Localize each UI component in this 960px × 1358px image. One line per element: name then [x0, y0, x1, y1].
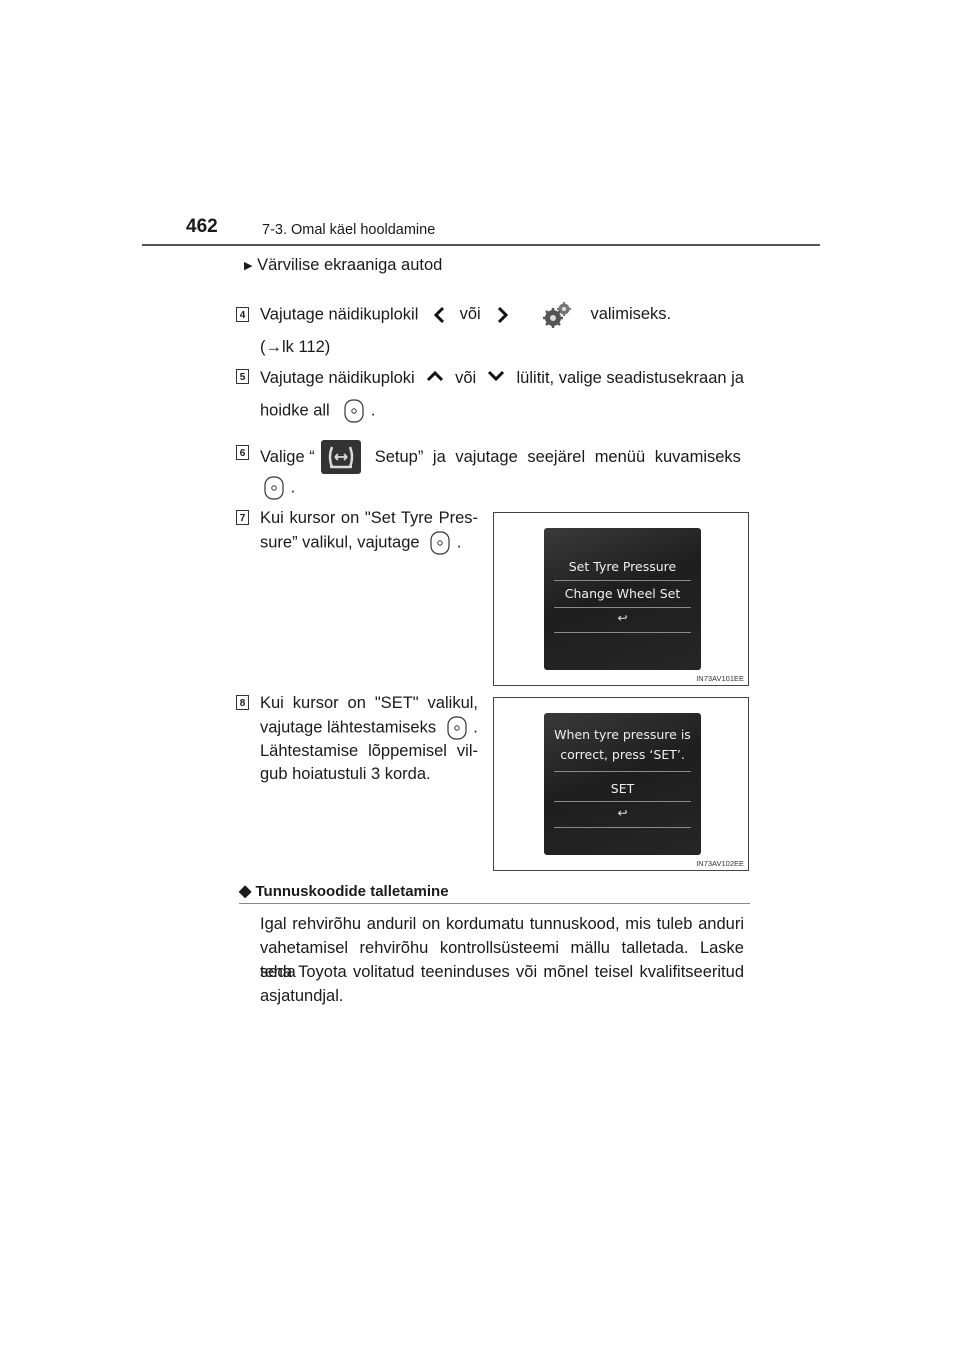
chevron-left-icon	[433, 306, 445, 324]
display-screen-2: When tyre pressure is correct, press ‘SE…	[544, 713, 701, 855]
body-line-1: Igal rehvirõhu anduril on kordumatu tunn…	[260, 915, 744, 933]
diamond-bullet-icon: ◆	[239, 883, 252, 900]
menu-divider	[554, 771, 691, 772]
menu-divider	[554, 827, 691, 828]
intro-bullet: ▶ Värvilise ekraaniga autod	[244, 253, 442, 278]
body-line-2: vahetamisel rehvirõhu kontrollsüsteemi m…	[260, 939, 744, 981]
body-line-4: asjatundjal.	[260, 987, 344, 1005]
step-6-text-b: Setup” ja vajutage seejärel menüü kuvami…	[374, 448, 741, 466]
screen-message-line-1: When tyre pressure is	[554, 727, 691, 742]
step-6-line-1: Valige “ Setup” ja vajutage seejärel men…	[260, 440, 744, 474]
step-8-line-2: vajutage lähtestamiseks .	[260, 715, 478, 741]
menu-divider	[554, 580, 691, 581]
ok-button-icon	[447, 716, 467, 740]
step-6-text-a: Valige “	[260, 448, 315, 466]
step-7-line-2: sure” valikul, vajutage .	[260, 530, 461, 556]
step-5-text-d: hoidke all	[260, 401, 330, 420]
subsection-rule	[239, 903, 750, 904]
display-illustration-1: Set Tyre Pressure Change Wheel Set ↩ IN7…	[493, 512, 749, 686]
menu-item-change-wheel-set: Change Wheel Set	[564, 586, 681, 601]
back-arrow-icon: ↩	[617, 611, 628, 625]
step-4-text-c: valimiseks.	[590, 305, 672, 324]
step-number-8: 8	[236, 695, 249, 710]
display-illustration-2: When tyre pressure is correct, press ‘SE…	[493, 697, 749, 871]
step-7-text: sure” valikul, vajutage	[260, 533, 420, 552]
step-6-text-c: .	[290, 478, 296, 497]
figure-code-1: IN73AV101EE	[696, 674, 744, 683]
step-4-text-a: Vajutage näidikuplokil	[260, 305, 419, 324]
step-number-7: 7	[236, 510, 249, 525]
step-8-text-end: .	[473, 718, 478, 737]
ok-button-icon	[344, 399, 364, 423]
tyre-pressure-icon	[320, 440, 361, 474]
step-7-text-end: .	[456, 533, 462, 552]
intro-bullet-text: Värvilise ekraaniga autod	[257, 256, 443, 274]
menu-divider	[554, 607, 691, 608]
menu-item-set-tyre-pressure: Set Tyre Pressure	[568, 559, 677, 574]
step-8-line-1: Kui kursor on "SET" valikul,	[260, 694, 478, 712]
ok-button-icon	[430, 531, 450, 555]
menu-divider	[554, 632, 691, 633]
header-rule	[142, 244, 820, 246]
subsection-heading: ◆ Tunnuskoodide talletamine	[239, 881, 449, 901]
step-6-line-2: .	[262, 475, 295, 501]
step-4-line-1: Vajutage näidikuplokil või valimiseks.	[260, 301, 750, 329]
step-7-line-1: Kui kursor on "Set Tyre Pres-	[260, 509, 478, 527]
chevron-right-icon	[498, 306, 509, 324]
step-5-line-2: hoidke all .	[260, 398, 376, 424]
subsection-title: Tunnuskoodide talletamine	[255, 883, 449, 900]
step-number-6: 6	[236, 445, 249, 460]
step-8-line-4: gub hoiatustuli 3 korda.	[260, 765, 431, 783]
triangle-bullet-icon: ▶	[244, 260, 253, 272]
ok-button-icon	[264, 476, 284, 500]
section-title: 7-3. Omal käel hooldamine	[262, 222, 436, 238]
page-header: 462 7-3. Omal käel hooldamine	[142, 214, 820, 246]
figure-code-2: IN73AV102EE	[696, 859, 744, 868]
step-number-4: 4	[236, 307, 249, 322]
menu-divider	[554, 801, 691, 802]
step-5-text-or: või	[455, 369, 477, 387]
step-5-text-e: .	[370, 401, 376, 420]
set-option: SET	[610, 781, 635, 796]
step-5-text-c: lülitit, valige seadistusekraan ja	[516, 369, 744, 387]
step-8-line-3: Lähtestamise lõppemisel vil-	[260, 742, 478, 760]
step-5-text-a: Vajutage näidikuploki	[260, 369, 415, 387]
body-line-3: teha Toyota volitatud teeninduses või mõ…	[260, 963, 744, 981]
back-arrow-icon: ↩	[617, 806, 628, 820]
display-screen-1: Set Tyre Pressure Change Wheel Set ↩	[544, 528, 701, 670]
step-4-text-or: või	[459, 305, 481, 324]
screen-message-line-2: correct, press ‘SET’.	[560, 747, 685, 762]
step-4-line-2: (→lk 112)	[260, 338, 331, 356]
step-number-5: 5	[236, 369, 249, 384]
step-5-line-1: Vajutage näidikuploki või lülitit, valig…	[260, 366, 744, 390]
chevron-down-icon	[488, 370, 505, 382]
chevron-up-icon	[426, 370, 443, 382]
settings-gear-icon	[542, 302, 571, 328]
page-number: 462	[186, 216, 218, 237]
step-8-text: vajutage lähtestamiseks	[260, 718, 437, 737]
